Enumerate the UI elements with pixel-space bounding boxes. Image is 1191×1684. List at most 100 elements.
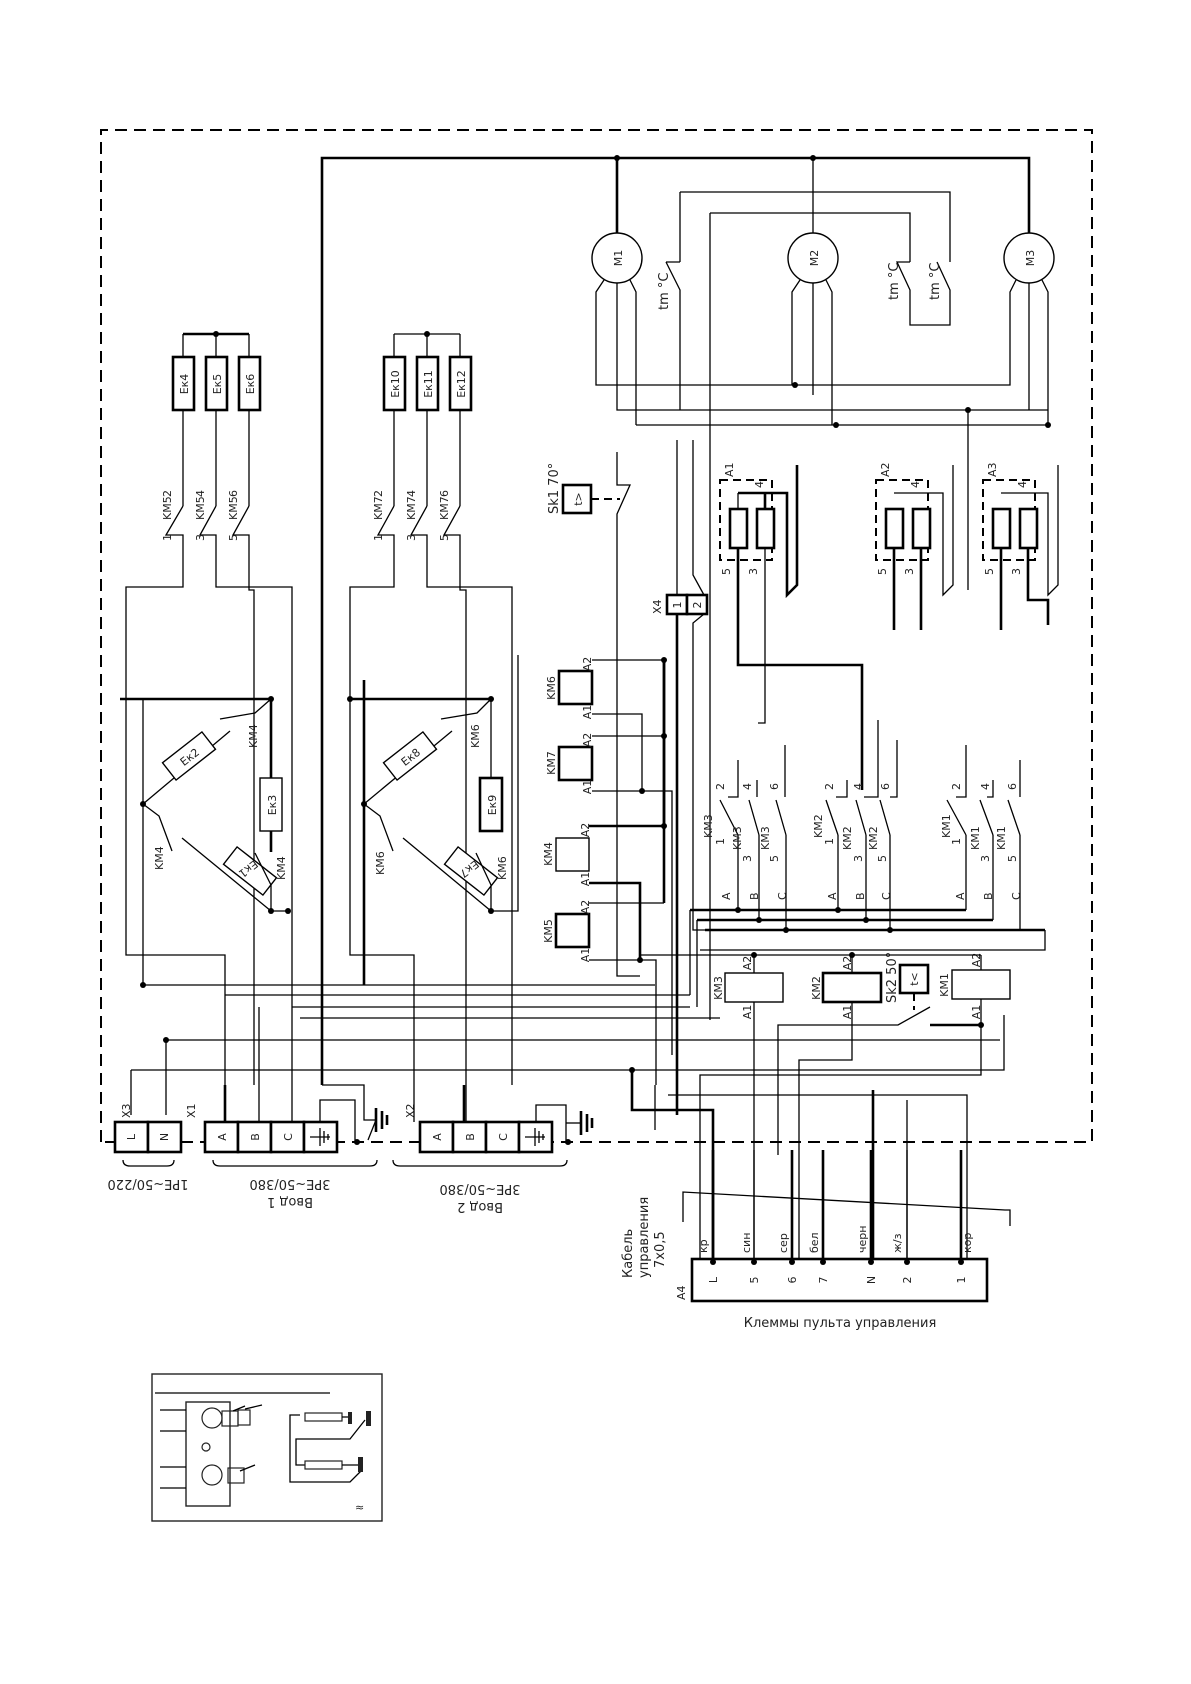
svg-text:KM4: KM4 — [542, 842, 555, 866]
svg-text:4: 4 — [753, 481, 766, 488]
svg-text:2: 2 — [372, 490, 385, 497]
svg-text:KM7: KM7 — [545, 751, 558, 775]
enclosure-frame — [100, 129, 1093, 1143]
svg-text:5: 5 — [227, 534, 240, 541]
svg-text:C: C — [880, 892, 893, 900]
svg-text:C: C — [776, 892, 789, 900]
svg-text:B: B — [464, 1133, 477, 1141]
svg-text:5: 5 — [720, 568, 733, 575]
terminal-x1: X1 A B C 3PE~50/380 Ввод 1 — [185, 1007, 378, 1209]
terminal-x2: X2 A B C 3PE~50/380 Ввод 2 — [392, 1085, 594, 1214]
svg-text:2: 2 — [714, 783, 727, 790]
svg-text:A1: A1 — [579, 948, 592, 963]
svg-text:3: 3 — [194, 534, 207, 541]
svg-text:KM5: KM5 — [161, 496, 174, 520]
svg-text:N: N — [865, 1276, 878, 1284]
svg-text:2: 2 — [691, 602, 704, 609]
svg-text:5: 5 — [1006, 855, 1019, 862]
svg-text:7х0,5: 7х0,5 — [653, 1231, 668, 1268]
svg-text:A2: A2 — [970, 953, 983, 968]
svg-text:6: 6 — [879, 783, 892, 790]
svg-text:KM3: KM3 — [731, 826, 744, 850]
svg-text:син: син — [740, 1233, 753, 1253]
motor-label: M1 — [612, 250, 625, 267]
top-bus — [320, 156, 1031, 1085]
motor-thermal-switch-1: tm °C — [657, 261, 681, 410]
svg-text:KM6: KM6 — [496, 856, 509, 880]
svg-text:Кабель: Кабель — [621, 1229, 636, 1278]
motor-label: M2 — [808, 250, 821, 267]
motor-contactor-km2: KM2 KM2 KM2 2 4 6 1 3 5 A B C — [812, 720, 898, 930]
svg-text:A4: A4 — [675, 1285, 688, 1300]
svg-text:A2: A2 — [741, 956, 754, 971]
svg-text:Ек11: Ек11 — [422, 370, 435, 398]
svg-text:KM4: KM4 — [153, 846, 166, 870]
svg-text:3: 3 — [405, 534, 418, 541]
svg-text:4: 4 — [741, 783, 754, 790]
svg-text:KM7: KM7 — [372, 496, 385, 520]
thermostat-sk1: t> Sk1 70° — [547, 452, 640, 977]
svg-text:C: C — [282, 1133, 295, 1141]
terminal-x3: L N X3 1PE~50/220 — [108, 1103, 189, 1191]
svg-text:N: N — [158, 1133, 171, 1141]
svg-text:A2: A2 — [581, 733, 594, 748]
svg-text:1: 1 — [823, 838, 836, 845]
svg-text:A: A — [720, 892, 733, 900]
svg-text:Ек3: Ек3 — [266, 795, 279, 816]
motor-thermal-switch-2: tm °C tm °C — [887, 261, 951, 326]
svg-text:5: 5 — [768, 855, 781, 862]
svg-text:KM2: KM2 — [812, 814, 825, 838]
svg-text:A2: A2 — [579, 823, 592, 838]
svg-text:Ек10: Ек10 — [389, 370, 402, 398]
svg-text:KM5: KM5 — [227, 496, 240, 520]
coil-km6: KM6 A2 A1 — [545, 657, 664, 791]
svg-text:A: A — [216, 1133, 229, 1141]
svg-text:KM3: KM3 — [702, 814, 715, 838]
svg-text:5: 5 — [876, 568, 889, 575]
module-a2: A2 4 5 3 — [875, 462, 954, 630]
svg-text:4: 4 — [405, 490, 418, 497]
svg-text:5: 5 — [438, 534, 451, 541]
svg-text:1: 1 — [955, 1277, 968, 1284]
svg-text:A3: A3 — [986, 462, 999, 477]
svg-text:t<: t< — [908, 972, 921, 986]
svg-text:1: 1 — [161, 534, 174, 541]
svg-text:6: 6 — [786, 1277, 799, 1284]
svg-text:X1: X1 — [185, 1103, 198, 1118]
svg-text:X3: X3 — [120, 1103, 133, 1118]
svg-text:L: L — [707, 1276, 720, 1283]
coil-km5: KM5 A2 A1 — [542, 900, 664, 1085]
svg-text:ж/з: ж/з — [891, 1233, 904, 1253]
svg-text:L: L — [125, 1133, 138, 1140]
motor-contactor-km1: KM1 KM1 KM1 2 4 6 1 3 5 A B C — [940, 745, 1023, 930]
motor-label: M3 — [1024, 250, 1037, 267]
heater-group-1: Ек4 Ек5 Ек6 KM5 KM5 KM5 2 4 6 1 3 5 — [125, 331, 293, 1085]
svg-text:KM5: KM5 — [194, 496, 207, 520]
control-panel-a4: A4 L 5 6 7 N 2 1 Клеммы пульта управлени… — [675, 1150, 989, 1331]
svg-text:4: 4 — [909, 481, 922, 488]
svg-text:A1: A1 — [970, 1005, 983, 1020]
svg-text:Ек9: Ек9 — [486, 795, 499, 816]
svg-text:KM1: KM1 — [938, 973, 951, 997]
svg-text:KM1: KM1 — [940, 814, 953, 838]
svg-text:KM5: KM5 — [542, 919, 555, 943]
svg-text:KM2: KM2 — [810, 976, 823, 1000]
svg-text:кор: кор — [961, 1233, 974, 1253]
svg-text:KM6: KM6 — [374, 851, 387, 875]
svg-text:4: 4 — [979, 783, 992, 790]
svg-text:3PE~50/380: 3PE~50/380 — [440, 1181, 521, 1196]
svg-text:черн: черн — [856, 1226, 869, 1253]
control-panel-title: Клеммы пульта управления — [744, 1316, 937, 1331]
svg-text:KM7: KM7 — [438, 496, 451, 520]
delta-group-2: Ек8 Ек9 Ек7 KM6 KM6 KM6 — [347, 655, 519, 985]
svg-text:tm °C: tm °C — [657, 273, 672, 310]
svg-text:3: 3 — [747, 568, 760, 575]
svg-text:A2: A2 — [579, 900, 592, 915]
svg-text:2: 2 — [950, 783, 963, 790]
svg-text:управления: управления — [637, 1197, 652, 1278]
svg-text:Sk1 70°: Sk1 70° — [547, 463, 562, 514]
svg-text:3: 3 — [979, 855, 992, 862]
module-a3: A3 4 5 3 — [982, 462, 1059, 630]
svg-text:B: B — [748, 892, 761, 900]
module-a1: A1 4 5 3 — [719, 462, 864, 790]
